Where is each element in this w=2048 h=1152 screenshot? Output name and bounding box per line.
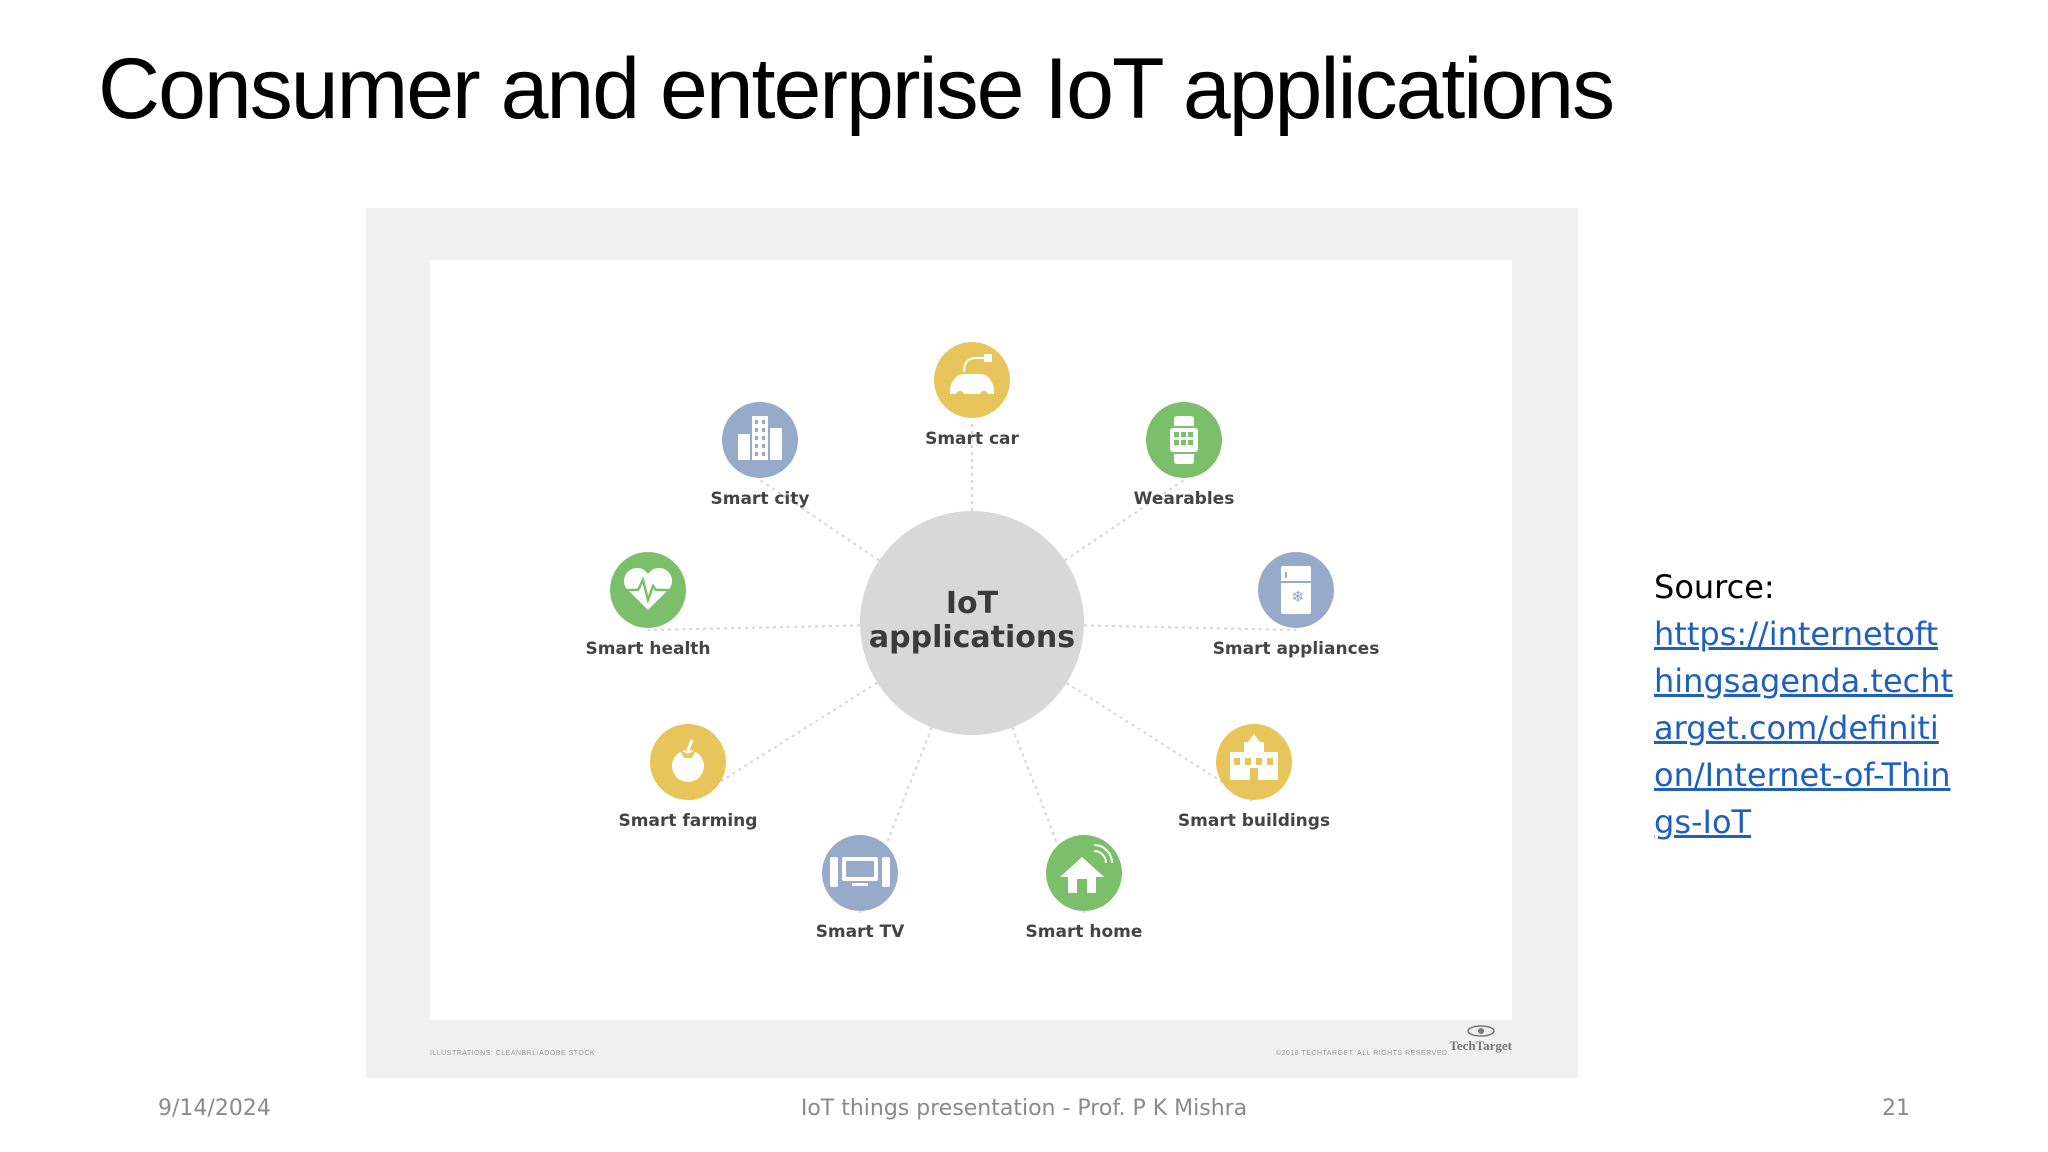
city-buildings-icon	[738, 416, 782, 460]
node-smart-appliances: ❄ Smart appliances	[1213, 552, 1380, 659]
building-icon	[1230, 734, 1278, 780]
footer-text: IoT things presentation - Prof. P K Mish…	[800, 1096, 1248, 1121]
tv-icon	[830, 857, 890, 887]
eye-icon	[1467, 1025, 1495, 1037]
copyright-credit: ©2018 TECHTARGET. ALL RIGHTS RESERVED.	[1275, 1050, 1450, 1057]
connector-line	[971, 622, 1297, 631]
node-label: Smart health	[585, 639, 710, 659]
node-label: Smart TV	[816, 922, 905, 942]
smartwatch-icon	[1168, 416, 1200, 464]
footer-date: 9/14/2024	[158, 1096, 271, 1121]
node-label: Smart car	[925, 429, 1019, 449]
hub-label-line2: applications	[869, 620, 1075, 655]
node-smart-home: Smart home	[1026, 835, 1143, 942]
node-smart-city: Smart city	[711, 402, 810, 509]
tomato-icon	[672, 739, 704, 782]
car-plug-icon	[950, 354, 994, 399]
illustration-credit: ILLUSTRATIONS: CLEANBRL/ADOBE STOCK	[430, 1050, 596, 1057]
source-block: Source: https://internetofthingsagenda.t…	[1654, 564, 1954, 846]
node-smart-buildings: Smart buildings	[1178, 724, 1330, 831]
refrigerator-icon: ❄	[1281, 566, 1311, 614]
node-smart-health: Smart health	[585, 552, 711, 659]
node-label: Smart home	[1026, 922, 1143, 942]
node-label: Smart buildings	[1178, 811, 1330, 831]
node-label: Smart appliances	[1213, 639, 1380, 659]
page-number: 21	[1882, 1096, 1910, 1121]
node-smart-tv: Smart TV	[816, 835, 905, 942]
node-label: Wearables	[1134, 489, 1235, 509]
source-link[interactable]: https://internetofthingsagenda.techtarge…	[1654, 615, 1954, 841]
hub-label-line1: IoT	[946, 586, 999, 621]
hub-circle	[860, 511, 1084, 735]
node-smart-car: Smart car	[925, 342, 1020, 449]
node-wearables: Wearables	[1134, 402, 1235, 509]
connector-line	[647, 622, 973, 631]
node-label: Smart city	[711, 489, 810, 509]
svg-text:❄: ❄	[1291, 587, 1304, 606]
heart-pulse-icon	[623, 567, 673, 610]
slide-title: Consumer and enterprise IoT applications	[98, 41, 1615, 137]
house-wifi-icon	[1060, 844, 1113, 893]
node-label: Smart farming	[619, 811, 758, 831]
source-label: Source:	[1654, 568, 1775, 606]
node-smart-farming: Smart farming	[619, 724, 758, 831]
brand-logo: TechTarget	[1449, 1038, 1512, 1053]
